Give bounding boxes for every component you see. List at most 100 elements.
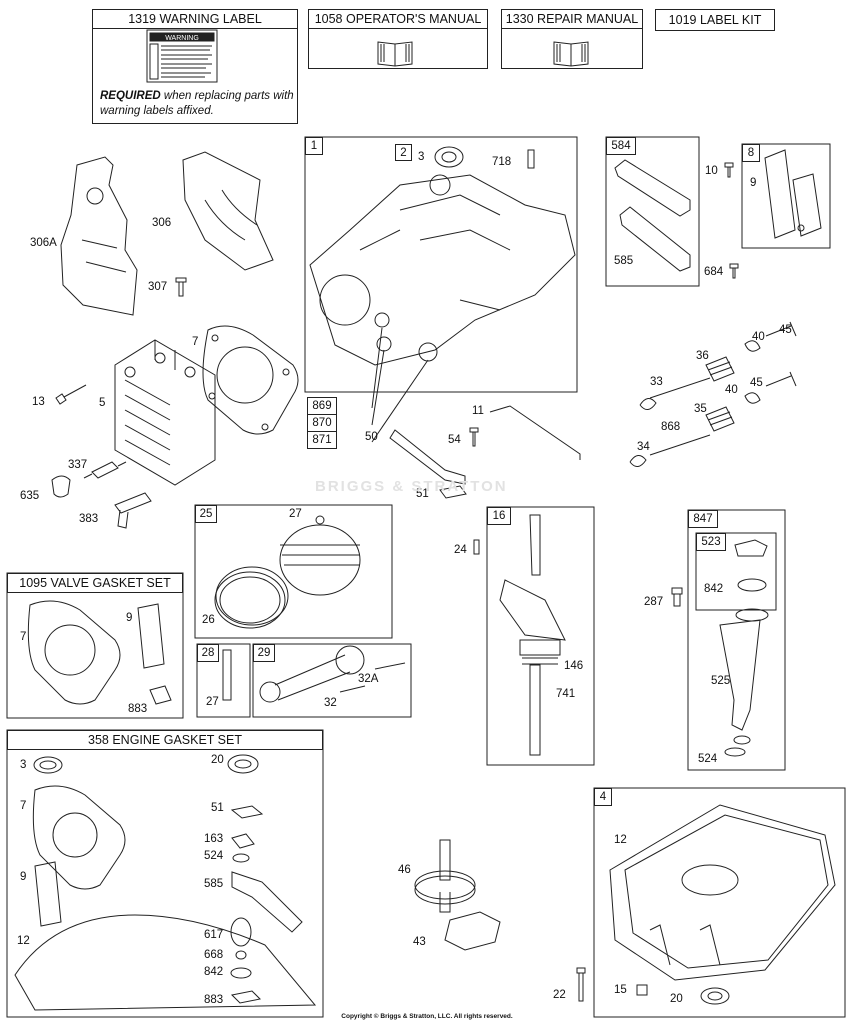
ref-tag: 8	[742, 144, 760, 162]
part-callout: 306A	[30, 237, 57, 249]
part-callout: 32	[324, 697, 337, 709]
cylinder-head-5	[114, 339, 216, 486]
ref-tag: 523	[696, 533, 726, 551]
warning-sticker-text: WARNING	[165, 35, 199, 42]
drain-plug-287	[671, 587, 683, 607]
part-callout: 337	[68, 459, 88, 471]
book-icon	[377, 41, 413, 67]
book-icon	[553, 41, 589, 67]
part-callout: 12	[17, 935, 30, 947]
screw-307	[175, 277, 187, 297]
part-callout: 9	[750, 177, 757, 189]
breather-cover-box	[741, 143, 831, 249]
part-callout: 842	[204, 966, 224, 978]
heat-shield-306a	[60, 156, 138, 316]
ref-tag: 584	[606, 137, 636, 155]
warning-note: REQUIRED when replacing parts with warni…	[100, 89, 300, 119]
part-callout: 51	[211, 802, 224, 814]
part-callout: 20	[670, 993, 683, 1005]
connecting-rod	[259, 645, 406, 703]
part-callout: 7	[20, 631, 27, 643]
part-callout: 27	[206, 696, 219, 708]
part-callout: 20	[211, 754, 224, 766]
part-callout: 40	[725, 384, 738, 396]
part-callout: 883	[128, 703, 148, 715]
part-callout: 36	[696, 350, 709, 362]
warning-note-text: when replacing parts with warning labels…	[100, 90, 294, 117]
part-callout: 51	[416, 488, 429, 500]
part-callout: 24	[454, 544, 467, 556]
screw-10	[724, 162, 734, 178]
tool-383	[114, 492, 152, 529]
part-callout: 45	[779, 324, 792, 336]
screw-684	[729, 263, 739, 279]
part-callout: 585	[204, 878, 224, 890]
watermark: BRIGGS & STRATTON	[315, 478, 508, 495]
part-callout: 668	[204, 949, 224, 961]
part-callout: 287	[644, 596, 664, 608]
camshaft-gear	[414, 839, 476, 913]
engine-gasket-set-box	[6, 729, 324, 1018]
ref-tag: 4	[594, 788, 612, 806]
part-callout: 741	[556, 688, 576, 700]
ref-tag: 869	[307, 397, 337, 415]
part-callout: 11	[472, 405, 484, 417]
crankshaft-box	[486, 506, 595, 766]
part-callout: 842	[704, 583, 724, 595]
ref-tag: 1	[305, 137, 323, 155]
spark-plug-337	[83, 461, 127, 479]
part-callout: 585	[614, 255, 634, 267]
ref-tag: 847	[688, 510, 718, 528]
part-callout: 32A	[358, 673, 379, 685]
part-callout: 525	[711, 675, 731, 687]
valve-gasket-set-header: 1095 VALVE GASKET SET	[7, 573, 183, 593]
ref-tag: 25	[195, 505, 217, 523]
head-gasket-7	[202, 325, 299, 435]
ref-tag: 870	[307, 414, 337, 432]
part-callout: 13	[32, 396, 45, 408]
part-callout: 9	[20, 871, 27, 883]
piston-pin-box	[196, 643, 251, 718]
valve-train	[629, 321, 797, 467]
part-callout: 146	[564, 660, 584, 672]
part-callout: 718	[492, 156, 512, 168]
dowel-24	[473, 539, 480, 555]
part-callout: 15	[614, 984, 627, 996]
engine-gasket-set-header: 358 ENGINE GASKET SET	[7, 730, 323, 750]
ref-tag: 28	[197, 644, 219, 662]
bolt-22	[576, 967, 586, 1002]
heat-shield-306	[182, 151, 274, 271]
part-callout: 46	[398, 864, 411, 876]
part-callout: 45	[750, 377, 763, 389]
part-callout: 50	[365, 431, 378, 443]
part-callout: 163	[204, 833, 224, 845]
part-callout: 306	[152, 217, 172, 229]
part-callout: 7	[20, 800, 27, 812]
oil-pan	[609, 804, 836, 1005]
governor-rod-11	[489, 405, 581, 460]
part-callout: 26	[202, 614, 215, 626]
breather-box	[605, 136, 700, 287]
part-callout: 9	[126, 612, 133, 624]
ref-tag: 871	[307, 431, 337, 449]
part-callout: 524	[698, 753, 718, 765]
piston-box	[194, 504, 393, 639]
piston-pin-28	[222, 649, 232, 701]
terminal-635	[51, 475, 71, 498]
gasket-51	[439, 485, 467, 499]
crankshaft	[499, 514, 566, 756]
engine-block-art	[309, 146, 576, 443]
screw-54	[469, 427, 479, 447]
dipstick	[719, 539, 769, 757]
engine-block-box	[304, 136, 578, 393]
part-callout: 3	[418, 151, 425, 163]
part-callout: 35	[694, 403, 707, 415]
valve-gasket-art	[27, 600, 172, 705]
part-callout: 54	[448, 434, 461, 446]
part-callout: 43	[413, 936, 426, 948]
operators-manual-header: 1058 OPERATOR'S MANUAL	[308, 9, 488, 29]
ref-tag: 29	[253, 644, 275, 662]
warning-label-header: 1319 WARNING LABEL	[92, 9, 298, 29]
part-callout: 3	[20, 759, 27, 771]
